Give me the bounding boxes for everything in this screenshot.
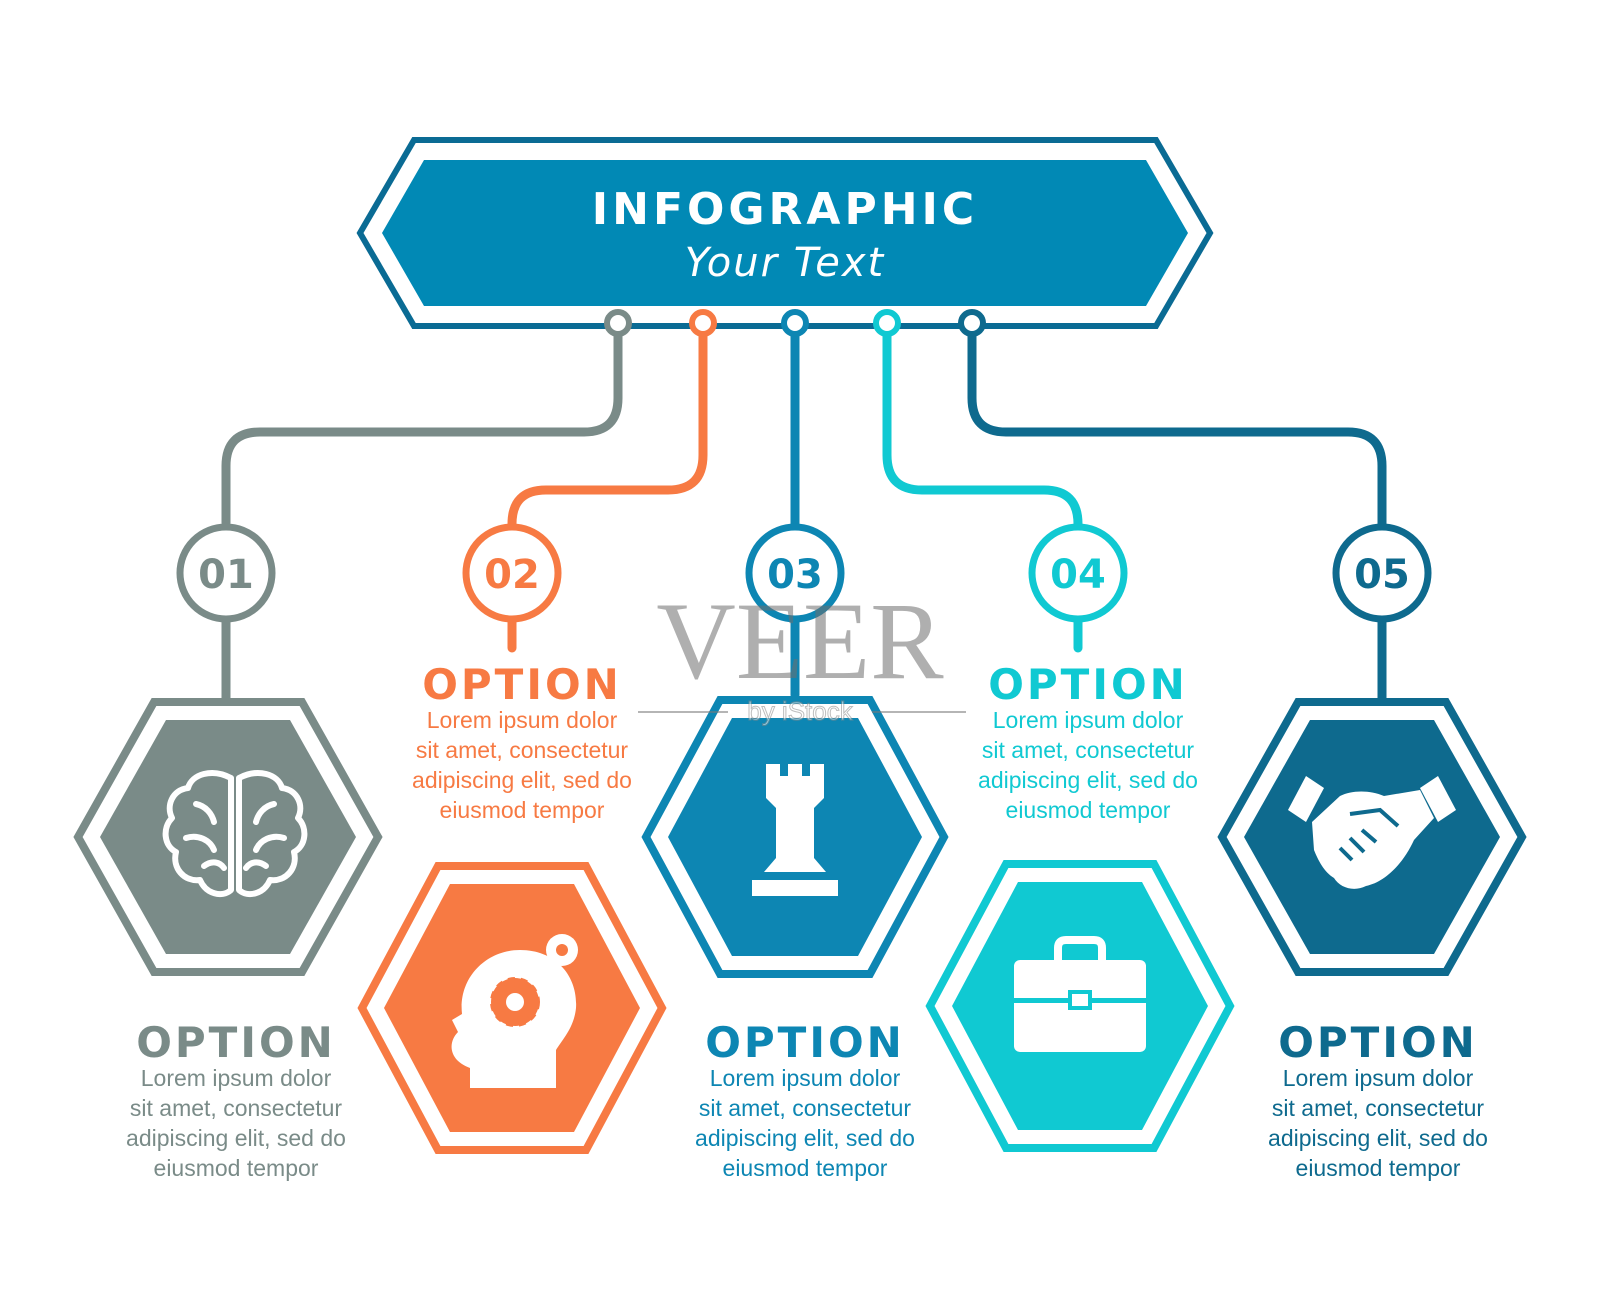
chess-rook-icon xyxy=(752,764,838,896)
dot-05 xyxy=(958,309,986,337)
option-title-04: OPTION xyxy=(988,660,1188,709)
number-label-03: 03 xyxy=(767,552,823,598)
step-number-03: 03 xyxy=(745,523,845,623)
watermark-main: VEER xyxy=(656,580,944,702)
number-label-01: 01 xyxy=(198,552,254,598)
header-subtitle: Your Text xyxy=(685,240,885,286)
header-dots xyxy=(604,309,986,337)
briefcase-icon xyxy=(1014,936,1146,1052)
number-circle-01 xyxy=(176,523,276,623)
number-label-02: 02 xyxy=(484,552,540,598)
connector-02 xyxy=(507,318,708,532)
hexagon-02 xyxy=(357,862,667,1154)
hexagon-03-border xyxy=(641,696,949,978)
connector-01 xyxy=(221,318,623,528)
option-line-05-1: Lorem ipsum dolor xyxy=(1283,1065,1474,1091)
option-line-02-4: eiusmod tempor xyxy=(440,797,605,823)
option-line-03-1: Lorem ipsum dolor xyxy=(710,1065,901,1091)
watermark: VEER by iStock xyxy=(638,580,966,727)
connector-04 xyxy=(882,318,1083,532)
hexagon-04 xyxy=(925,860,1235,1152)
hexagon-01-border xyxy=(73,698,383,976)
header-title: INFOGRAPHIC xyxy=(592,184,978,235)
step-number-04: 04 xyxy=(1028,523,1128,623)
option-title-02: OPTION xyxy=(422,660,622,709)
option-line-05-3: adipiscing elit, sed do xyxy=(1268,1125,1488,1151)
option-line-01-1: Lorem ipsum dolor xyxy=(141,1065,332,1091)
step-number-01: 01 xyxy=(176,523,276,623)
number-circle-03 xyxy=(745,523,845,623)
header-banner: INFOGRAPHIC Your Text xyxy=(356,137,1214,329)
option-line-01-2: sit amet, consectetur xyxy=(130,1095,343,1121)
header-fill xyxy=(382,160,1188,306)
option-line-03-4: eiusmod tempor xyxy=(723,1155,888,1181)
connector-05 xyxy=(967,318,1387,532)
step-number-02: 02 xyxy=(462,523,562,623)
hexagon-03 xyxy=(641,696,949,978)
number-circle-02 xyxy=(462,523,562,623)
number-label-05: 05 xyxy=(1354,552,1410,598)
handshake-icon xyxy=(1288,776,1456,889)
connectors xyxy=(221,318,1387,703)
option-line-04-3: adipiscing elit, sed do xyxy=(978,767,1198,793)
option-line-03-3: adipiscing elit, sed do xyxy=(695,1125,915,1151)
head-gears-icon xyxy=(451,934,578,1088)
hexagon-04-border xyxy=(925,860,1235,1152)
option-title-05: OPTION xyxy=(1278,1018,1478,1067)
option-line-05-4: eiusmod tempor xyxy=(1296,1155,1461,1181)
header-outer-border xyxy=(356,137,1214,329)
dot-01 xyxy=(604,309,632,337)
hexagon-05 xyxy=(1217,698,1527,976)
option-line-04-4: eiusmod tempor xyxy=(1006,797,1171,823)
dot-02 xyxy=(689,309,717,337)
option-title-03: OPTION xyxy=(705,1018,905,1067)
option-line-05-2: sit amet, consectetur xyxy=(1272,1095,1485,1121)
option-title-01: OPTION xyxy=(136,1018,336,1067)
option-line-03-2: sit amet, consectetur xyxy=(699,1095,912,1121)
option-line-04-1: Lorem ipsum dolor xyxy=(993,707,1184,733)
option-text-05: OPTION Lorem ipsum dolor sit amet, conse… xyxy=(1268,1018,1488,1181)
hexagon-02-border xyxy=(357,862,667,1154)
option-line-02-1: Lorem ipsum dolor xyxy=(427,707,618,733)
option-line-01-3: adipiscing elit, sed do xyxy=(126,1125,346,1151)
brain-icon xyxy=(162,770,308,898)
number-circle-04 xyxy=(1028,523,1128,623)
dot-03 xyxy=(781,309,809,337)
option-text-01: OPTION Lorem ipsum dolor sit amet, conse… xyxy=(126,1018,346,1181)
dot-04 xyxy=(873,309,901,337)
hexagon-05-border xyxy=(1217,698,1527,976)
option-line-04-2: sit amet, consectetur xyxy=(982,737,1195,763)
step-number-05: 05 xyxy=(1332,523,1432,623)
option-line-02-2: sit amet, consectetur xyxy=(416,737,629,763)
watermark-sub: by iStock xyxy=(747,696,853,726)
option-line-02-3: adipiscing elit, sed do xyxy=(412,767,632,793)
number-label-04: 04 xyxy=(1050,552,1106,598)
option-text-04: OPTION Lorem ipsum dolor sit amet, conse… xyxy=(978,660,1198,823)
option-line-01-4: eiusmod tempor xyxy=(154,1155,319,1181)
number-circle-05 xyxy=(1332,523,1432,623)
option-text-02: OPTION Lorem ipsum dolor sit amet, conse… xyxy=(412,660,632,823)
option-text-03: OPTION Lorem ipsum dolor sit amet, conse… xyxy=(695,1018,915,1181)
hexagon-01 xyxy=(73,698,383,976)
